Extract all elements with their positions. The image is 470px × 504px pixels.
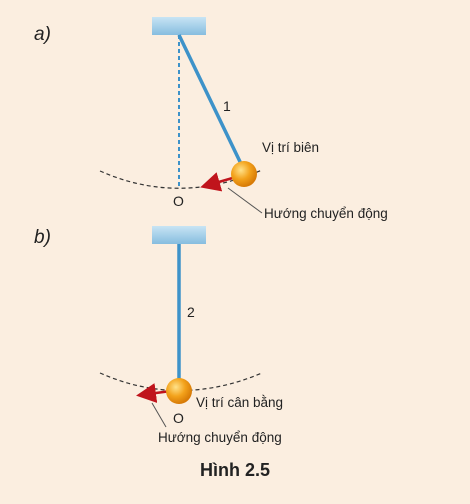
string-number-1: 1 <box>223 98 231 114</box>
part-b-label: b) <box>34 227 51 248</box>
string-a <box>177 34 246 171</box>
pendulum-bob-b <box>166 378 192 404</box>
leader-line-a <box>227 187 263 214</box>
figure-caption: Hình 2.5 <box>200 460 270 480</box>
motion-arrow-a <box>200 172 237 192</box>
direction-label-b: Hướng chuyển động <box>158 430 282 445</box>
origin-label-b: O <box>173 410 184 426</box>
part-a-label: a) <box>34 24 51 45</box>
support-a <box>152 17 206 35</box>
pendulum-bob-a <box>231 161 257 187</box>
extreme-position-label: Vị trí biên <box>262 140 319 155</box>
string-number-2: 2 <box>187 304 195 320</box>
motion-arrow-b <box>136 383 172 403</box>
equilibrium-position-label: Vị trí cân bằng <box>196 395 283 410</box>
support-b <box>152 226 206 244</box>
origin-label-a: O <box>173 193 184 209</box>
direction-label-a: Hướng chuyển động <box>264 206 388 221</box>
leader-line-b <box>151 402 167 428</box>
